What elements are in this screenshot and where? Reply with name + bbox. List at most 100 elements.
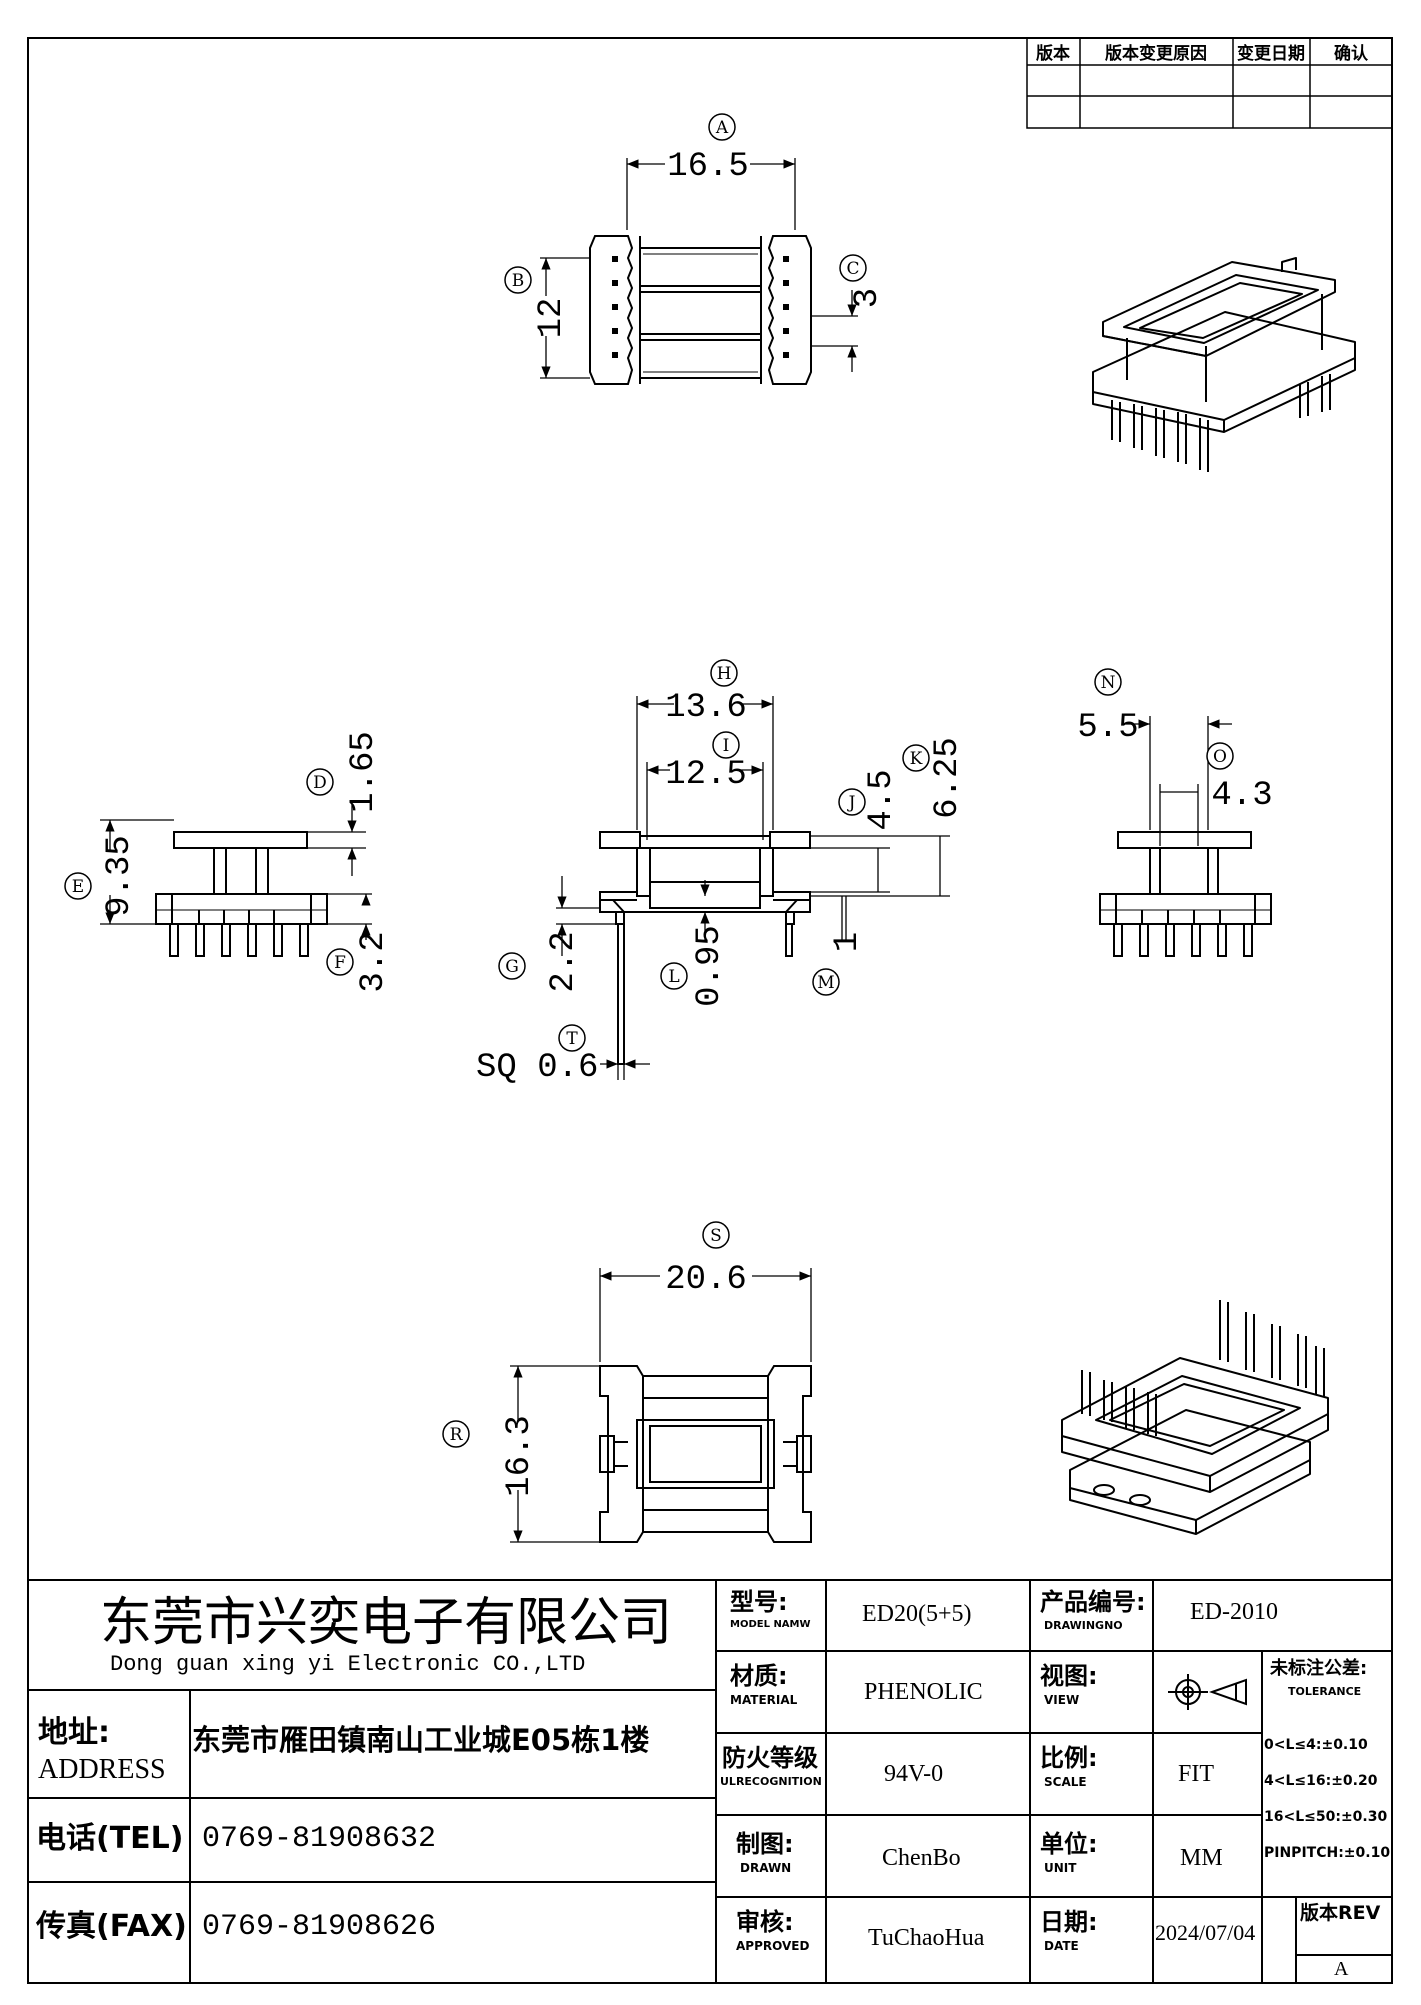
callout-j: J (838, 788, 866, 816)
scale-label-en: SCALE (1044, 1775, 1087, 1789)
tolerance-line-2: 4<L≤16:±0.20 (1264, 1773, 1378, 1789)
callout-label: I (723, 736, 730, 756)
scale-value: FIT (1178, 1761, 1214, 1787)
callout-b: B (504, 266, 532, 294)
dim-j-value: 4.5 (863, 769, 901, 830)
front-view (599, 831, 811, 1065)
fire-label-cn: 防火等级 (722, 1744, 818, 1772)
dim-c-value: 3 (849, 288, 887, 308)
date-value: 2024/07/04 (1155, 1920, 1256, 1945)
callout-label: O (1213, 747, 1227, 767)
unit-label-en: UNIT (1044, 1861, 1077, 1875)
model-label-en: MODEL NAMW (730, 1619, 811, 1630)
callout-label: K (910, 749, 923, 769)
callout-h: H (710, 659, 738, 687)
company-name-cn: 东莞市兴奕电子有限公司 (100, 1595, 673, 1652)
top-view (589, 235, 812, 385)
callout-s: S (702, 1221, 730, 1249)
fire-label-en: ULRECOGNITION (720, 1775, 822, 1788)
projection-symbol (1168, 1674, 1247, 1710)
callout-d: D (306, 768, 334, 796)
drawn-label-cn: 制图: (736, 1830, 794, 1858)
rev-col-confirm: 确认 (1334, 43, 1369, 64)
tel-value: 0769-81908632 (202, 1822, 437, 1856)
dim-f-value: 3.2 (355, 931, 393, 992)
callout-n: N (1094, 668, 1122, 696)
scale-label-cn: 比例: (1040, 1744, 1098, 1772)
callout-i: I (712, 731, 740, 759)
address-label-cn: 地址: (38, 1715, 110, 1750)
dim-k-value: 6.25 (929, 737, 967, 819)
dim-d-value: 1.65 (345, 731, 383, 813)
drawingno-label-cn: 产品编号: (1040, 1588, 1146, 1616)
dim-n-value: 5.5 (1077, 709, 1138, 747)
address-label-en: ADDRESS (38, 1754, 166, 1785)
callout-label: C (846, 259, 859, 279)
drawingno-label-en: DRAWINGNO (1044, 1619, 1123, 1632)
rev-label: 版本REV (1300, 1902, 1381, 1924)
material-value: PHENOLIC (864, 1679, 983, 1705)
callout-o: O (1206, 742, 1234, 770)
rev-col-date: 变更日期 (1237, 43, 1305, 64)
fire-value: 94V-0 (884, 1761, 944, 1787)
callout-markers: A B C D E F G H I J K L M N O R S T (64, 113, 1234, 1448)
callout-label: G (505, 957, 519, 977)
side-view-right (1099, 831, 1272, 957)
approved-label-cn: 审核: (736, 1908, 794, 1936)
view-label-en: VIEW (1044, 1693, 1080, 1707)
dim-g-value: 2.2 (545, 931, 583, 992)
company-name-en: Dong guan xing yi Electronic CO.,LTD (110, 1652, 586, 1677)
callout-label: R (450, 1425, 464, 1445)
callout-label: N (1101, 673, 1116, 693)
drawn-value: ChenBo (882, 1845, 961, 1871)
callout-f: F (326, 948, 354, 976)
side-view-left (155, 831, 328, 957)
top-view-slots (612, 256, 789, 358)
date-label-cn: 日期: (1040, 1908, 1098, 1936)
bottom-view (599, 1365, 812, 1543)
dim-e-value: 9.35 (101, 835, 139, 917)
title-block-grid (28, 1579, 1392, 1983)
rev-value: A (1334, 1958, 1349, 1980)
callout-m: M (812, 968, 840, 996)
callout-label: F (334, 953, 346, 973)
callout-label: J (847, 793, 856, 813)
dim-s-value: 20.6 (665, 1261, 747, 1299)
dim-o-value: 4.3 (1211, 777, 1272, 815)
tolerance-title-cn: 未标注公差: (1270, 1658, 1368, 1679)
rev-col-version: 版本 (1036, 43, 1070, 64)
callout-g: G (498, 952, 526, 980)
callout-r: R (442, 1420, 470, 1448)
tel-label: 电话(TEL) (36, 1821, 184, 1856)
dim-h-value: 13.6 (665, 689, 747, 727)
drawingno-value: ED-2010 (1190, 1599, 1278, 1625)
model-label-cn: 型号: (730, 1588, 788, 1616)
callout-label: L (668, 967, 679, 987)
callout-label: A (715, 118, 729, 138)
date-label-en: DATE (1044, 1939, 1079, 1953)
dim-a-value: 16.5 (667, 148, 749, 186)
rev-col-reason: 版本变更原因 (1105, 43, 1207, 64)
material-label-cn: 材质: (730, 1662, 788, 1690)
callout-c: C (839, 254, 867, 282)
callout-t: T (558, 1024, 586, 1052)
approved-label-en: APPROVED (736, 1939, 810, 1953)
callout-l: L (660, 962, 688, 990)
drawn-label-en: DRAWN (740, 1861, 792, 1875)
callout-label: M (817, 973, 834, 993)
revision-table (1026, 37, 1393, 129)
callout-e: E (64, 872, 92, 900)
dim-l-value: 0.95 (691, 925, 729, 1007)
tolerance-line-1: 0<L≤4:±0.10 (1264, 1737, 1368, 1753)
callout-label: T (566, 1029, 578, 1049)
address-value: 东莞市雁田镇南山工业城E05栋1楼 (192, 1723, 650, 1757)
tolerance-title-en: TOLERANCE (1288, 1685, 1362, 1698)
sheet-border (27, 37, 1393, 1984)
dim-b-value: 12 (533, 298, 571, 339)
dim-m-value: 1 (829, 932, 867, 952)
iso-view-top (1092, 257, 1356, 472)
callout-label: B (512, 271, 525, 291)
unit-label-cn: 单位: (1040, 1830, 1098, 1858)
model-value: ED20(5+5) (862, 1601, 972, 1627)
